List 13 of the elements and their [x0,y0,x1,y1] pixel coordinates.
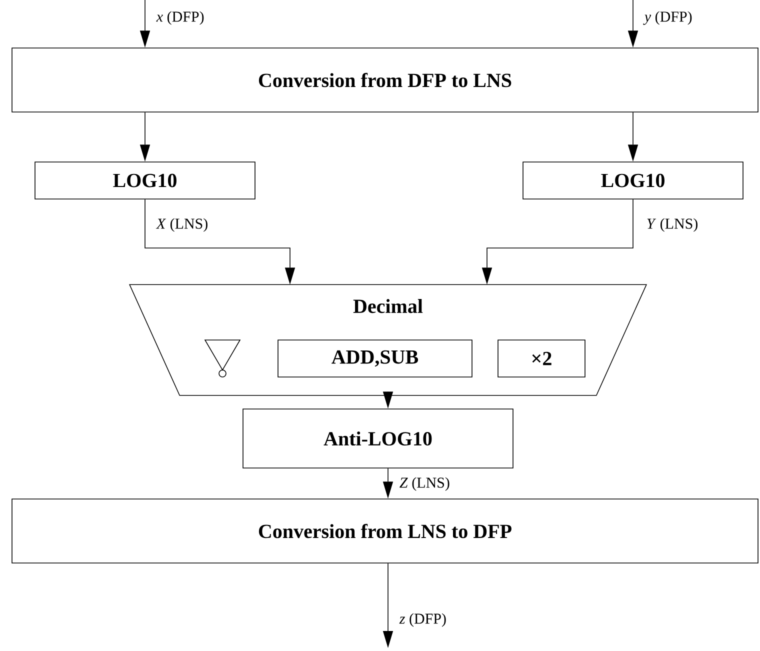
edge-label: Y (LNS) [645,217,700,233]
process-box: Conversion from LNS to DFP [12,498,758,564]
edge-label: X (LNS) [155,217,210,233]
edge-label: Z (LNS) [398,476,451,492]
edge-label: y (DFP) [643,10,694,26]
process-box: LOG10 [34,162,256,200]
edge-label: x (DFP) [155,10,206,26]
process-box: ×2 [498,340,586,378]
process-box: Anti-LOG10 [242,408,514,468]
process-box: LOG10 [522,162,744,200]
process-box: ADD,SUB [278,340,472,378]
process-box: Conversion from DFP to LNS [12,48,758,112]
edge-label: z (DFP) [398,612,448,628]
